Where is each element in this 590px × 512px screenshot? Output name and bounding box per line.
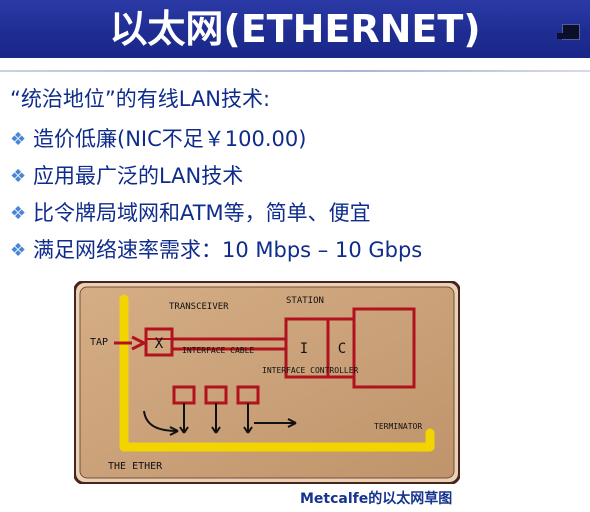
- ether-arrow: [143, 410, 179, 432]
- label-station: STATION: [286, 296, 324, 306]
- diamond-bullet-icon: ❖: [10, 203, 27, 224]
- figure-caption: Metcalfe的以太网草图: [300, 491, 453, 507]
- station-i: I: [300, 341, 308, 357]
- ether-arrow-head: [169, 426, 179, 436]
- label-interface-cable: INTERFACE CABLE: [182, 346, 254, 355]
- metcalfe-ethernet-sketch: X I C TRANSCEIVER STATION TAP INTERFACE …: [74, 281, 460, 484]
- diamond-bullet-icon: ❖: [10, 129, 27, 150]
- title-bar: [0, 0, 590, 58]
- tap-stations: [172, 385, 260, 434]
- signal-arrow-head: [287, 418, 297, 428]
- transceiver-box: [144, 327, 174, 357]
- station-right-box: [352, 307, 416, 389]
- title-divider: [0, 70, 590, 72]
- label-terminator: TERMINATOR: [374, 422, 422, 431]
- bullet-item: ❖ 造价低廉(NIC不足￥100.00): [10, 123, 306, 155]
- label-the-ether: THE ETHER: [108, 461, 163, 472]
- bullet-text: 满足网络速率需求：10 Mbps – 10 Gbps: [33, 238, 423, 262]
- diamond-bullet-icon: ❖: [10, 240, 27, 261]
- bullet-text: 比令牌局域网和ATM等，简单、便宜: [33, 201, 371, 225]
- label-interface-controller: INTERFACE CONTROLLER: [262, 366, 359, 375]
- transceiver-x: X: [155, 336, 164, 352]
- bullet-text: 应用最广泛的LAN技术: [33, 164, 244, 188]
- station-c: C: [338, 341, 346, 357]
- bullet-item: ❖ 应用最广泛的LAN技术: [10, 160, 243, 192]
- drop-arrow: [179, 426, 189, 434]
- intro-line: “统治地位”的有线LAN技术:: [10, 83, 270, 115]
- corner-window-icon: [557, 24, 580, 40]
- label-transceiver: TRANSCEIVER: [169, 302, 229, 312]
- bullet-text: 造价低廉(NIC不足￥100.00): [33, 127, 307, 151]
- drop-arrow: [211, 426, 221, 434]
- bullet-item: ❖ 满足网络速率需求：10 Mbps – 10 Gbps: [10, 234, 422, 266]
- slide-title: 以太网(ETHERNET): [109, 7, 481, 51]
- ether-cable: [119, 294, 435, 452]
- drop-arrow: [243, 426, 253, 434]
- diamond-bullet-icon: ❖: [10, 166, 27, 187]
- tap-arrow: [131, 335, 148, 351]
- bullet-item: ❖ 比令牌局域网和ATM等，简单、便宜: [10, 197, 371, 229]
- intro-text: “统治地位”的有线LAN技术:: [10, 87, 271, 111]
- label-tap: TAP: [90, 337, 108, 348]
